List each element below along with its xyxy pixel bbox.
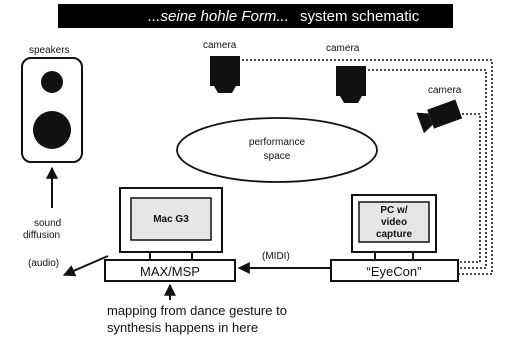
camera-cables	[242, 59, 493, 275]
performance-label-2: space	[264, 151, 291, 162]
pc-label-2: video	[381, 217, 407, 228]
camera-3-icon	[416, 99, 463, 134]
speaker-tweeter	[41, 71, 63, 93]
maxmsp-label: MAX/MSP	[140, 264, 200, 279]
mac-label: Mac G3	[153, 214, 189, 225]
title-italic: ...seine hohle Form...	[148, 8, 289, 25]
camera-1-label: camera	[203, 40, 237, 51]
midi-label: (MIDI)	[262, 251, 290, 262]
speakers-label: speakers	[29, 45, 70, 56]
pc-computer	[351, 194, 437, 260]
audio-arrow	[62, 255, 109, 277]
title-main: system schematic	[300, 8, 420, 25]
performance-label-1: performance	[249, 137, 306, 148]
sound-diffusion-label-2: diffusion	[23, 230, 60, 241]
audio-label: (audio)	[28, 258, 59, 269]
mac-g3-computer	[119, 187, 223, 260]
camera-3-label: camera	[428, 85, 462, 96]
speaker-woofer	[33, 111, 71, 149]
eyecon-box	[330, 259, 459, 282]
sound-diffusion-label-1: sound	[34, 218, 61, 229]
caption-line-2: synthesis happens in here	[107, 320, 258, 335]
title-bar	[58, 4, 453, 28]
pc-label-1: PC w/	[380, 205, 407, 216]
camera-1-icon	[210, 56, 240, 93]
camera-2-label: camera	[326, 43, 360, 54]
caption-line-1: mapping from dance gesture to	[107, 303, 287, 318]
camera-2-icon	[336, 66, 366, 103]
maxmsp-box	[104, 259, 236, 282]
pc-label-3: capture	[376, 229, 413, 240]
eyecon-label: “EyeCon”	[367, 264, 422, 279]
performance-space	[176, 117, 378, 183]
